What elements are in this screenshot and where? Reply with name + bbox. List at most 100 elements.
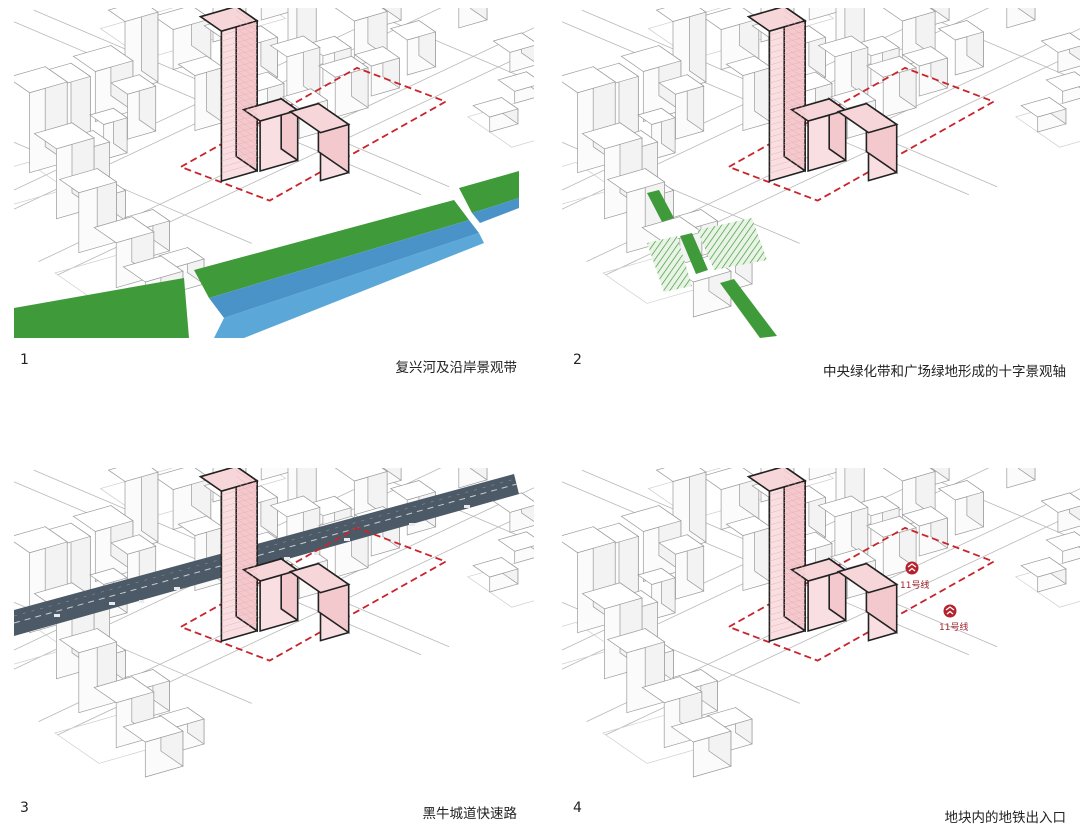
- panel-expressway: [14, 468, 534, 798]
- panel-caption: 地块内的地铁出入口: [944, 810, 1067, 826]
- context-building: [89, 107, 128, 160]
- floor-line: [221, 52, 258, 78]
- floor-line: [769, 482, 806, 508]
- floor-line: [769, 542, 806, 568]
- metro-entrance-2: 11号线: [939, 604, 968, 633]
- context-building: [725, 55, 772, 132]
- context-building: [901, 505, 949, 557]
- floor-line: [221, 106, 258, 132]
- floor-line: [221, 124, 258, 150]
- floor-line: [221, 10, 258, 36]
- tower-floor-lines: [221, 10, 258, 174]
- floor-line: [769, 76, 806, 102]
- floor-line: [769, 524, 806, 550]
- floor-line: [221, 136, 258, 162]
- floor-line: [221, 596, 258, 622]
- context-building: [122, 715, 184, 778]
- floor-line: [769, 34, 806, 60]
- context-building: [497, 531, 534, 564]
- context-building: [1006, 468, 1036, 489]
- floor-line: [769, 560, 806, 586]
- floor-line: [221, 94, 258, 120]
- floor-line: [769, 536, 806, 562]
- context-building: [317, 55, 369, 118]
- podium: [789, 97, 848, 173]
- floor-line: [221, 88, 258, 114]
- metro-line-label: 11号线: [900, 579, 929, 591]
- floor-line: [221, 608, 258, 634]
- floor-line: [221, 28, 258, 54]
- axonometric-diagram-1: [14, 8, 534, 338]
- floor-line: [769, 548, 806, 574]
- tower-floor-lines: [769, 10, 806, 174]
- floor-line: [769, 488, 806, 514]
- floor-line: [769, 512, 806, 538]
- context-building: [937, 19, 985, 76]
- green-strip-mid: [680, 233, 708, 274]
- floor-line: [769, 70, 806, 96]
- plaza-green-west: [647, 236, 692, 292]
- main-tower: [198, 8, 259, 183]
- floor-line: [769, 596, 806, 622]
- plot-outline: [1014, 97, 1080, 148]
- panel-number: 1: [20, 352, 29, 368]
- greenbelt-east: [459, 171, 519, 213]
- floor-line: [769, 22, 806, 48]
- floor-line: [221, 22, 258, 48]
- floor-line: [221, 70, 258, 96]
- road-edge: [906, 468, 1080, 542]
- floor-line: [769, 494, 806, 520]
- floor-line: [221, 16, 258, 42]
- context-building: [497, 71, 534, 104]
- floor-line: [769, 554, 806, 580]
- river-bank: [214, 233, 484, 338]
- floor-line: [769, 602, 806, 628]
- floor-line: [221, 34, 258, 60]
- floor-line: [221, 554, 258, 580]
- floor-line: [221, 494, 258, 520]
- panel-caption: 黑牛城道快速路: [422, 806, 518, 822]
- floor-line: [769, 28, 806, 54]
- secondary-tower: [288, 102, 351, 182]
- context-building: [153, 8, 212, 71]
- floor-line: [769, 142, 806, 168]
- floor-line: [221, 536, 258, 562]
- greenbelt-west: [14, 278, 189, 338]
- floor-line: [769, 148, 806, 174]
- lane-marking: [14, 483, 518, 624]
- floor-line: [221, 542, 258, 568]
- floor-line: [221, 142, 258, 168]
- floor-line: [769, 572, 806, 598]
- floor-line: [769, 500, 806, 526]
- panel-river-greenbelt: [14, 8, 534, 338]
- floor-line: [769, 106, 806, 132]
- panel-metro-entrances: 11号线 11号线: [562, 468, 1080, 798]
- floor-line: [769, 94, 806, 120]
- metro-entrances: 11号线 11号线: [900, 561, 968, 633]
- context-building: [458, 468, 488, 489]
- tower-floor-lines: [221, 470, 258, 634]
- metro-line-label: 11号线: [939, 621, 968, 633]
- floor-line: [769, 118, 806, 144]
- floor-line: [221, 100, 258, 126]
- panel-caption: 复兴河及沿岸景观带: [395, 360, 518, 376]
- panel-number: 2: [573, 352, 582, 368]
- floor-line: [221, 482, 258, 508]
- plot-outline: [466, 557, 534, 608]
- context-building: [458, 8, 488, 29]
- context-building: [107, 468, 159, 552]
- site-boundary: [726, 66, 996, 202]
- floor-line: [769, 476, 806, 502]
- context-building: [177, 55, 224, 132]
- floor-line: [769, 470, 806, 496]
- axonometric-diagram-4: 11号线 11号线: [562, 468, 1080, 778]
- floor-line: [221, 584, 258, 610]
- context-building: [353, 45, 401, 97]
- floor-line: [221, 476, 258, 502]
- podium: [789, 557, 848, 633]
- axonometric-diagram-2: [562, 8, 1080, 338]
- floor-line: [769, 82, 806, 108]
- context-building: [1045, 71, 1080, 104]
- floor-line: [769, 124, 806, 150]
- site-boundary: [178, 66, 448, 202]
